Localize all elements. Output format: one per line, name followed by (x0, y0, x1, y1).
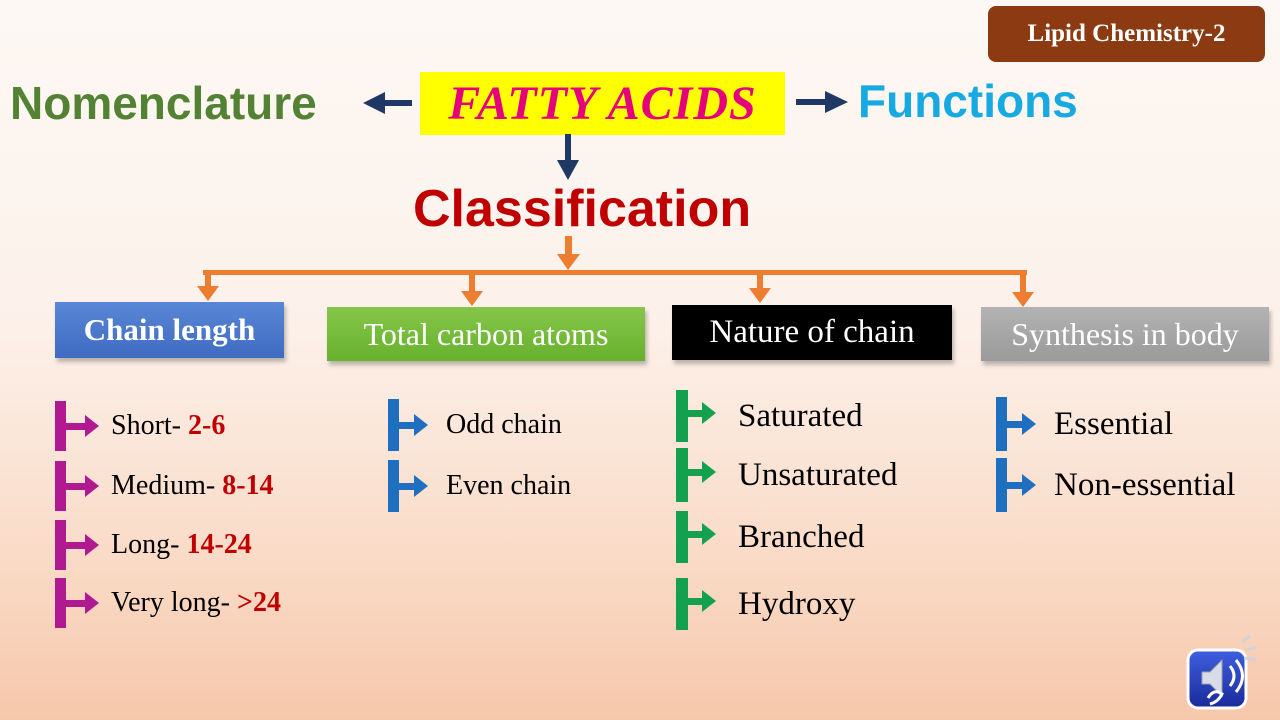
item-label: Odd chain (446, 409, 562, 440)
list-item: Saturated (676, 390, 863, 442)
item-value: 14-24 (186, 529, 252, 560)
item-value: >24 (236, 587, 281, 618)
item-label: Short- (111, 410, 188, 441)
arrow-right-icon (796, 91, 848, 113)
hook-bullet-icon (996, 458, 1036, 512)
branch-connector (197, 236, 1034, 307)
hook-bullet-icon (676, 390, 716, 442)
item-label: Essential (1054, 405, 1174, 442)
hook-bullet-icon (55, 578, 99, 628)
list-item: Very long- >24 (55, 578, 281, 628)
title-box: FATTY ACIDS (420, 72, 785, 135)
hook-bullet-icon (55, 401, 99, 451)
list-item: Short- 2-6 (55, 401, 225, 451)
hook-bullet-icon (676, 511, 716, 563)
category-synthesis-in-body: Synthesis in body (981, 307, 1269, 361)
item-label: Hydroxy (738, 585, 856, 622)
item-label: Non-essential (1054, 466, 1236, 503)
hook-bullet-icon (676, 578, 716, 630)
list-item: Odd chain (388, 399, 562, 451)
item-label: Even chain (446, 470, 572, 501)
item-value: 2-6 (188, 410, 226, 441)
hook-bullet-icon (676, 448, 716, 502)
list-item: Unsaturated (676, 448, 897, 502)
lecture-badge: Lipid Chemistry-2 (988, 6, 1265, 62)
list-item: Hydroxy (676, 578, 855, 630)
arrow-down-icon (557, 134, 579, 180)
item-label: Saturated (738, 397, 863, 434)
list-item: Even chain (388, 460, 571, 512)
hook-bullet-icon (55, 461, 99, 511)
main-title: FATTY ACIDS (448, 77, 757, 130)
item-label: Branched (738, 518, 865, 555)
functions-heading: Functions (858, 75, 1078, 127)
nomenclature-heading: Nomenclature (10, 77, 317, 129)
speaker-logo-icon (1186, 634, 1257, 710)
list-item: Medium- 8-14 (55, 461, 274, 511)
item-label: Long- (111, 529, 187, 560)
list-item: Long- 14-24 (55, 520, 252, 570)
arrow-left-icon (363, 92, 412, 114)
hook-bullet-icon (996, 397, 1036, 451)
classification-heading: Classification (413, 180, 752, 238)
item-label: Unsaturated (738, 456, 898, 493)
list-item: Branched (676, 511, 864, 563)
item-label: Medium- (111, 470, 223, 501)
list-item: Essential (996, 397, 1173, 451)
hook-bullet-icon (55, 520, 99, 570)
category-total-carbon-atoms: Total carbon atoms (327, 307, 645, 361)
category-chain-length: Chain length (55, 302, 284, 358)
item-label: Very long- (111, 587, 237, 618)
item-value: 8-14 (222, 470, 274, 501)
hook-bullet-icon (388, 460, 428, 512)
hook-bullet-icon (388, 399, 428, 451)
list-item: Non-essential (996, 458, 1235, 512)
category-nature-of-chain: Nature of chain (672, 305, 952, 360)
